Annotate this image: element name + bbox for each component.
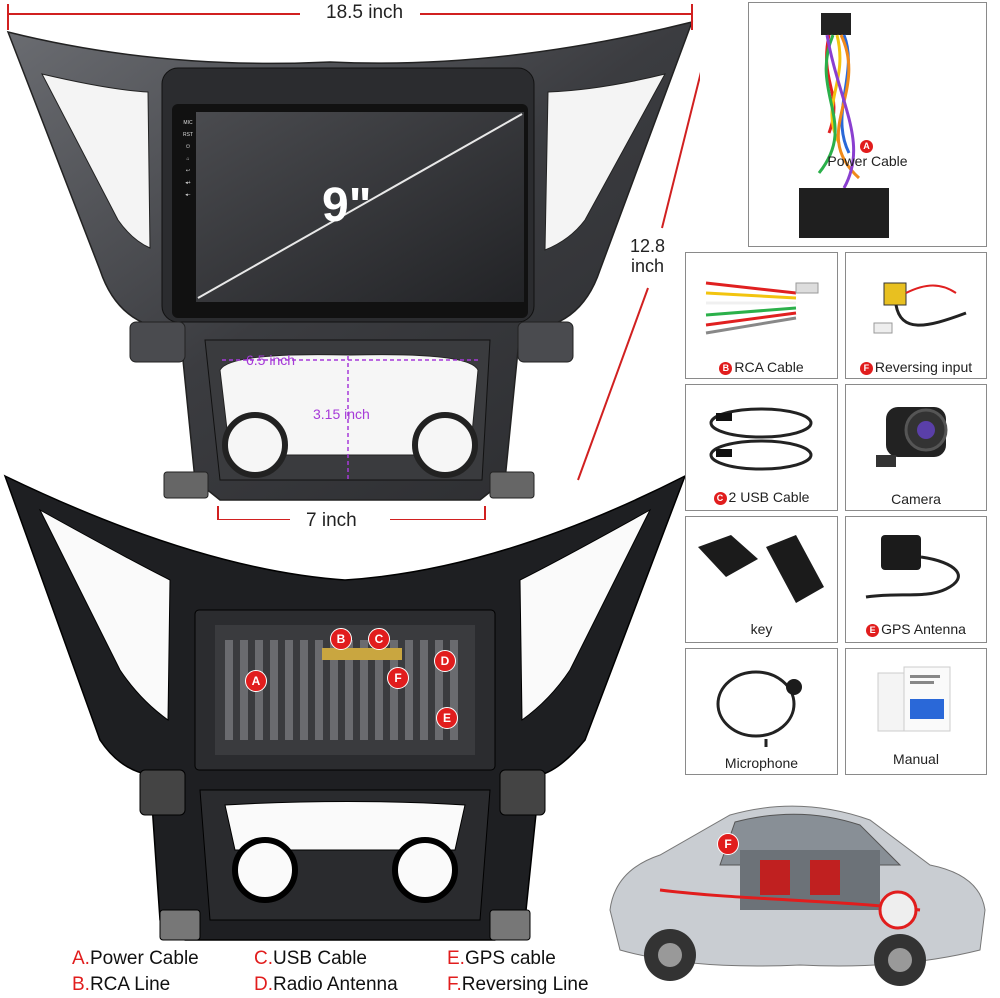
key-image (698, 535, 824, 603)
accessory-microphone: Microphone (685, 648, 838, 775)
height-unit: inch (631, 256, 665, 276)
manual-image (877, 666, 951, 732)
accessory-camera: Camera (845, 384, 987, 511)
badge-b: B (719, 361, 733, 375)
accessory-manual: Manual (845, 648, 987, 775)
cutout-height-label: 3.15 inch (313, 406, 370, 422)
badge-c: C (713, 491, 727, 505)
volume-up-icon[interactable]: ◂+ (185, 180, 191, 186)
screen-button-column: MIC RST ⏻ ⌂ ↩ ◂+ ◂− (182, 117, 194, 201)
usb-cable-label: 2 USB Cable (728, 489, 810, 505)
back-badge-c: C (368, 628, 390, 650)
bottom-width-label: 7 inch (306, 510, 357, 531)
legend-item-d: D.Radio Antenna (254, 974, 398, 995)
power-cable-label: Power Cable (827, 153, 908, 169)
car-badge-f: F (717, 833, 739, 855)
front-frame-illustration (6, 4, 700, 520)
manual-label: Manual (893, 751, 939, 767)
height-dimension-label: 12.8 inch (624, 236, 672, 276)
gps-antenna-label: GPS Antenna (881, 621, 966, 637)
legend-item-b: B.RCA Line (72, 974, 171, 995)
key-label: key (750, 621, 773, 637)
power-icon[interactable]: ⏻ (186, 144, 190, 150)
car-wiring-illustration (609, 805, 986, 986)
legend-item-a: A.Power Cable (72, 948, 199, 969)
microphone-label: Microphone (724, 755, 799, 771)
cutout-width-label: 6.5 inch (246, 352, 296, 368)
power-cable-caption: A Power Cable (749, 137, 986, 169)
gps-antenna-image (865, 535, 960, 599)
badge-a: A (860, 139, 873, 153)
microphone-image (716, 670, 802, 747)
screen-size-label: 9" (322, 179, 372, 232)
power-cable-image (799, 13, 889, 238)
reversing-input-image (873, 282, 967, 334)
camera-label: Camera (891, 491, 941, 507)
accessory-power-cable: A Power Cable (748, 2, 987, 247)
badge-e: E (866, 623, 880, 637)
back-badge-a: A (245, 670, 267, 692)
usb-cable-image (709, 407, 813, 471)
legend-item-f: F.Reversing Line (447, 974, 589, 995)
accessory-key: key (685, 516, 838, 643)
reversing-input-label: Reversing input (874, 359, 973, 375)
back-icon[interactable]: ↩ (185, 168, 191, 174)
back-badge-d: D (434, 650, 456, 672)
rca-cable-image (705, 281, 819, 335)
back-frame-illustration (3, 474, 687, 941)
height-value: 12.8 (630, 236, 666, 256)
back-badge-b: B (330, 628, 352, 650)
rst-label: RST (183, 132, 193, 138)
width-dimension-label: 18.5 inch (320, 2, 410, 24)
volume-down-icon[interactable]: ◂− (185, 192, 191, 198)
legend-item-c: C.USB Cable (254, 948, 367, 969)
camera-image (876, 407, 948, 467)
legend-item-e: E.GPS cable (447, 948, 556, 969)
home-icon[interactable]: ⌂ (186, 156, 190, 162)
rca-cable-label: RCA Cable (734, 359, 804, 375)
badge-f: F (859, 361, 873, 375)
back-badge-e: E (436, 707, 458, 729)
back-badge-f: F (387, 667, 409, 689)
mic-label: MIC (183, 120, 193, 126)
